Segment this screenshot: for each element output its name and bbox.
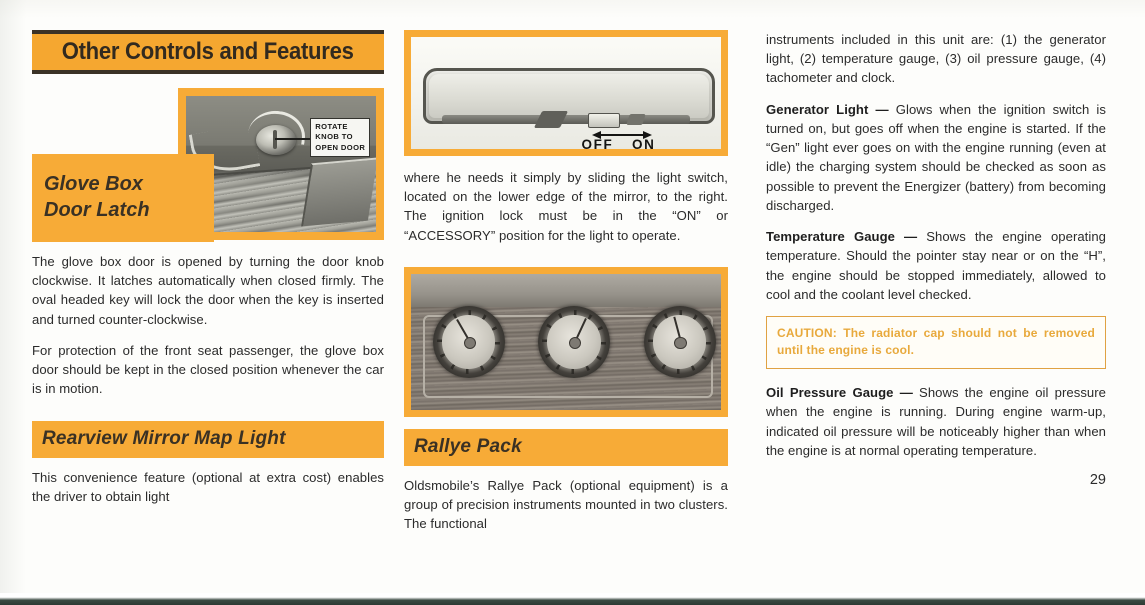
temperature-gauge-entry: Temperature Gauge — Shows the engine ope… bbox=[766, 227, 1106, 304]
generator-light-dash: — bbox=[868, 101, 896, 117]
mirror-lower-edge bbox=[442, 115, 690, 125]
caution-text: CAUTION: The radiator cap should not be … bbox=[777, 326, 1095, 358]
oil-pressure-gauge-entry: Oil Pressure Gauge — Shows the engine oi… bbox=[766, 383, 1106, 460]
callout-line-1: ROTATE bbox=[315, 121, 348, 131]
mirror-glass bbox=[429, 74, 709, 118]
section-title-banner: Other Controls and Features bbox=[32, 30, 384, 74]
rallye-pack-photo bbox=[411, 273, 721, 410]
oil-pressure-term: Oil Pressure Gauge bbox=[766, 385, 894, 401]
gauge-tachometer bbox=[538, 305, 611, 378]
spacer bbox=[32, 458, 384, 468]
spacer bbox=[32, 411, 384, 421]
rearview-mirror-photo: OFF ON bbox=[411, 37, 721, 149]
middle-column: OFF ON where he needs it simply by slidi… bbox=[404, 30, 728, 534]
instruments-intro-paragraph: instruments included in this unit are: (… bbox=[766, 32, 1106, 86]
dash-upper-pad bbox=[411, 273, 721, 307]
off-label: OFF bbox=[581, 136, 614, 149]
rallye-pack-heading: Rallye Pack bbox=[404, 428, 728, 466]
gauge-clock bbox=[432, 305, 505, 378]
glove-box-figure: ROTATE KNOB TO OPEN DOOR Glove Box Door … bbox=[32, 88, 384, 242]
page-bottom-edge bbox=[0, 593, 1145, 605]
page-number: 29 bbox=[1089, 472, 1106, 489]
rallye-pack-paragraph: Oldsmobile’s Rallye Pack (optional equip… bbox=[404, 477, 728, 532]
caution-box: CAUTION: The radiator cap should not be … bbox=[766, 316, 1106, 370]
generator-light-entry: Generator Light — Glows when the ignitio… bbox=[766, 100, 1106, 215]
rearview-mirror-paragraph: This convenience feature (optional at ex… bbox=[32, 469, 384, 504]
mirror-photo-frame: OFF ON bbox=[404, 30, 728, 156]
gauge-hub bbox=[463, 336, 476, 349]
door-edge bbox=[300, 157, 376, 227]
glove-box-photo: ROTATE KNOB TO OPEN DOOR bbox=[186, 96, 376, 232]
on-label: ON bbox=[632, 136, 656, 149]
page-title: Other Controls and Features bbox=[62, 38, 354, 65]
spacer bbox=[404, 257, 728, 267]
off-on-labels: OFF ON bbox=[582, 137, 656, 149]
glove-box-paragraph-1: The glove box door is opened by turning … bbox=[32, 254, 384, 327]
glove-box-heading: Glove Box Door Latch bbox=[32, 154, 214, 242]
rotate-knob-callout: ROTATE KNOB TO OPEN DOOR bbox=[310, 117, 371, 158]
map-light-switch bbox=[587, 113, 620, 129]
gauge-hub bbox=[569, 336, 582, 349]
generator-light-term: Generator Light bbox=[766, 101, 869, 117]
right-column: instruments included in this unit are: (… bbox=[766, 30, 1106, 488]
rallye-photo-frame bbox=[404, 266, 728, 417]
gauge-hub bbox=[674, 336, 687, 349]
callout-line-2: KNOB TO bbox=[315, 132, 353, 142]
temperature-gauge-dash: — bbox=[894, 229, 927, 245]
left-column: Other Controls and Features ROTATE KNOB … bbox=[32, 30, 384, 506]
oil-pressure-dash: — bbox=[893, 385, 920, 401]
temperature-gauge-term: Temperature Gauge bbox=[766, 229, 895, 245]
rearview-mirror-heading: Rearview Mirror Map Light bbox=[32, 420, 384, 458]
glove-box-heading-line-1: Glove Box bbox=[44, 173, 143, 196]
generator-light-text: Glows when the ignition switch is turned… bbox=[766, 101, 1106, 213]
callout-line-3: OPEN DOOR bbox=[315, 142, 366, 152]
spacer bbox=[404, 466, 728, 476]
glove-box-paragraph-2: For protection of the front seat passeng… bbox=[32, 342, 384, 397]
gauge-temperature bbox=[643, 305, 716, 378]
glove-box-heading-line-2: Door Latch bbox=[44, 199, 150, 221]
mirror-paragraph-continued: where he needs it simply by sliding the … bbox=[404, 170, 728, 243]
